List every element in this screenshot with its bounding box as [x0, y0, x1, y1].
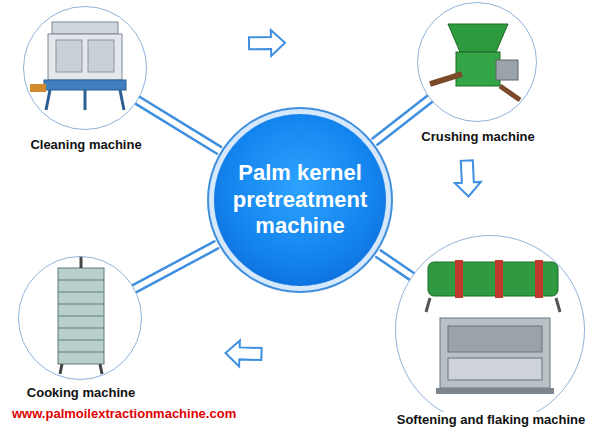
- cleaning-machine-illustration: [30, 22, 126, 110]
- double-link-line: [133, 241, 218, 292]
- machine-circle: Cleaning machine: [23, 6, 147, 130]
- machine-label: Crushing machine: [418, 129, 537, 144]
- double-link-line: [136, 97, 221, 154]
- flow-arrow: [225, 340, 262, 367]
- machine-circle: Crushing machine: [417, 2, 537, 122]
- link-line: [376, 257, 409, 280]
- link-line: [136, 104, 217, 154]
- link-line: [137, 248, 219, 292]
- link-line: [140, 97, 221, 147]
- machine-label: Cleaning machine: [27, 137, 144, 152]
- cooking-machine-illustration: [58, 256, 104, 374]
- flow-arrow: [249, 30, 285, 57]
- hollow-block-arrow: [249, 30, 285, 57]
- hub-title: Palm kernel pretreatment machine: [225, 160, 375, 239]
- hollow-block-arrow: [225, 340, 262, 367]
- machine-circle: Softening and flaking machine: [395, 235, 585, 425]
- softening-flaking-illustration: [426, 260, 560, 394]
- machine-label: Cooking machine: [24, 385, 138, 400]
- machine-circle: Cooking machine: [18, 256, 142, 380]
- crushing-machine-illustration: [430, 24, 520, 100]
- link-line: [133, 241, 215, 285]
- link-line: [381, 250, 414, 273]
- double-link-line: [376, 250, 414, 279]
- hub-circle: Palm kernel pretreatment machine: [214, 114, 386, 286]
- machine-label: Softening and flaking machine: [394, 412, 589, 427]
- website-url: www.palmoilextractionmachine.com: [12, 406, 236, 421]
- flow-arrow: [454, 160, 482, 197]
- hollow-block-arrow: [454, 160, 482, 197]
